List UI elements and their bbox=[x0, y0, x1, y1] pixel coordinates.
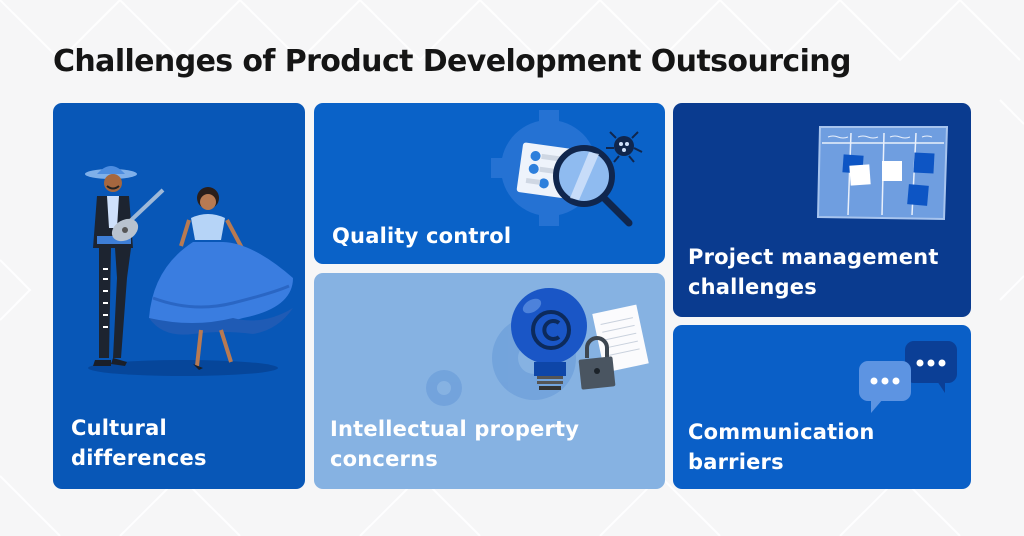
chat-bubbles-illustration bbox=[859, 341, 957, 413]
card-label-line-2: barriers bbox=[688, 450, 784, 474]
lightbulb-copyright-lock-illustration bbox=[426, 288, 649, 406]
card-label: Intellectual property concerns bbox=[330, 414, 579, 474]
card-label-line-2: differences bbox=[71, 446, 207, 470]
card-cultural-differences: Cultural differences bbox=[53, 103, 305, 489]
kanban-board-illustration bbox=[816, 126, 949, 221]
card-intellectual-property: Intellectual property concerns bbox=[314, 273, 665, 489]
card-label-line-2: challenges bbox=[688, 275, 817, 299]
card-label-line-2: concerns bbox=[330, 447, 438, 471]
page-title: Challenges of Product Development Outsou… bbox=[53, 44, 852, 79]
card-label-line-1: Quality control bbox=[332, 224, 512, 248]
chat-bubble-icon-front bbox=[859, 361, 911, 413]
bug-icon bbox=[606, 131, 643, 163]
card-label-line-1: Intellectual property bbox=[330, 417, 580, 441]
card-project-management: Project management challenges bbox=[673, 103, 971, 317]
dancing-couple-illustration bbox=[85, 166, 293, 376]
card-label-line-1: Communication bbox=[688, 420, 875, 444]
card-quality-control: Quality control bbox=[314, 103, 665, 264]
chat-bubble-icon-back bbox=[905, 341, 957, 393]
card-label-line-1: Cultural bbox=[71, 416, 167, 440]
card-label-line-1: Project management bbox=[688, 245, 939, 269]
card-label: Communication barriers bbox=[688, 417, 875, 477]
card-label: Project management challenges bbox=[688, 242, 939, 302]
magnifier-bug-gear-illustration bbox=[491, 110, 643, 227]
card-label: Quality control bbox=[332, 221, 511, 251]
card-communication-barriers: Communication barriers bbox=[673, 325, 971, 489]
card-label: Cultural differences bbox=[71, 413, 207, 473]
